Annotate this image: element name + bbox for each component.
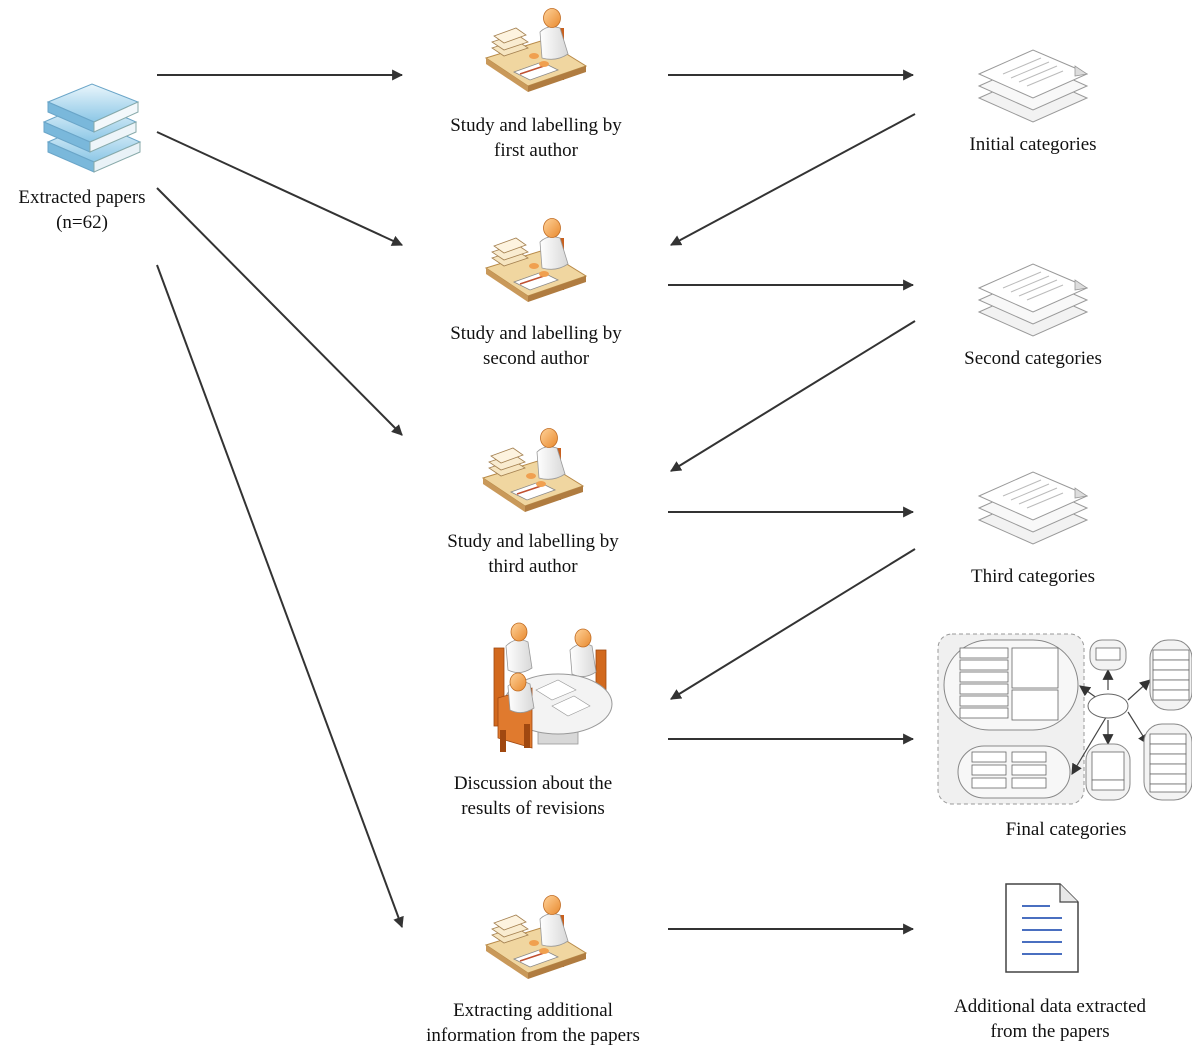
step2-label-line1: Study and labelling by xyxy=(450,323,622,344)
document-stack-icon xyxy=(978,49,1088,123)
output5-label: Additional data extracted from the paper… xyxy=(925,994,1175,1044)
step3-label: Study and labelling by third author xyxy=(403,529,663,579)
arrow-output1-to-step2 xyxy=(670,113,916,246)
arrow-source-to-step3 xyxy=(156,187,403,436)
output1-label-line1: Initial categories xyxy=(969,134,1097,155)
arrow-source-to-step5 xyxy=(156,264,404,929)
document-stack-icon xyxy=(978,471,1088,545)
step2-label-line2: second author xyxy=(482,348,590,369)
arrow-output2-to-step3 xyxy=(670,320,916,472)
text-document-icon xyxy=(1005,883,1079,973)
output4-label-line1: Final categories xyxy=(1005,819,1127,840)
step3-label-line2: third author xyxy=(488,556,578,577)
step5-label-line2: information from the papers xyxy=(426,1025,640,1046)
person-at-desk-icon xyxy=(482,427,584,513)
step1-label: Study and labelling by first author xyxy=(406,113,666,163)
step2-label: Study and labelling by second author xyxy=(406,321,666,371)
step4-label-line2: results of revisions xyxy=(461,798,605,819)
document-stack-icon xyxy=(978,263,1088,337)
meeting-table-icon xyxy=(493,622,613,752)
output5-label-line2: from the papers xyxy=(990,1021,1110,1042)
category-structure-icon xyxy=(937,633,1192,805)
output4-label: Final categories xyxy=(951,817,1181,842)
output5-label-line1: Additional data extracted xyxy=(953,996,1147,1017)
output2-label: Second categories xyxy=(918,346,1148,371)
source-label: Extracted papers (n=62) xyxy=(2,185,162,235)
step1-label-line1: Study and labelling by xyxy=(450,115,622,136)
output3-label: Third categories xyxy=(918,564,1148,589)
person-at-desk-icon xyxy=(485,7,587,93)
output1-label: Initial categories xyxy=(918,132,1148,157)
source-label-line1: Extracted papers xyxy=(18,187,146,208)
arrows xyxy=(156,69,916,935)
person-at-desk-icon xyxy=(485,217,587,303)
step1-label-line2: first author xyxy=(494,140,578,161)
step4-label-line1: Discussion about the xyxy=(453,773,613,794)
output2-label-line1: Second categories xyxy=(964,348,1102,369)
source-label-line2: (n=62) xyxy=(56,212,108,233)
step4-label: Discussion about the results of revision… xyxy=(403,771,663,821)
person-at-desk-icon xyxy=(485,894,587,980)
step5-label-line1: Extracting additional xyxy=(453,1000,613,1021)
step5-label: Extracting additional information from t… xyxy=(393,998,673,1048)
output3-label-line1: Third categories xyxy=(971,566,1095,587)
book-stack-icon xyxy=(42,83,142,173)
step3-label-line1: Study and labelling by xyxy=(447,531,619,552)
arrow-output3-to-step4 xyxy=(670,548,916,700)
arrow-source-to-step2 xyxy=(156,131,403,246)
